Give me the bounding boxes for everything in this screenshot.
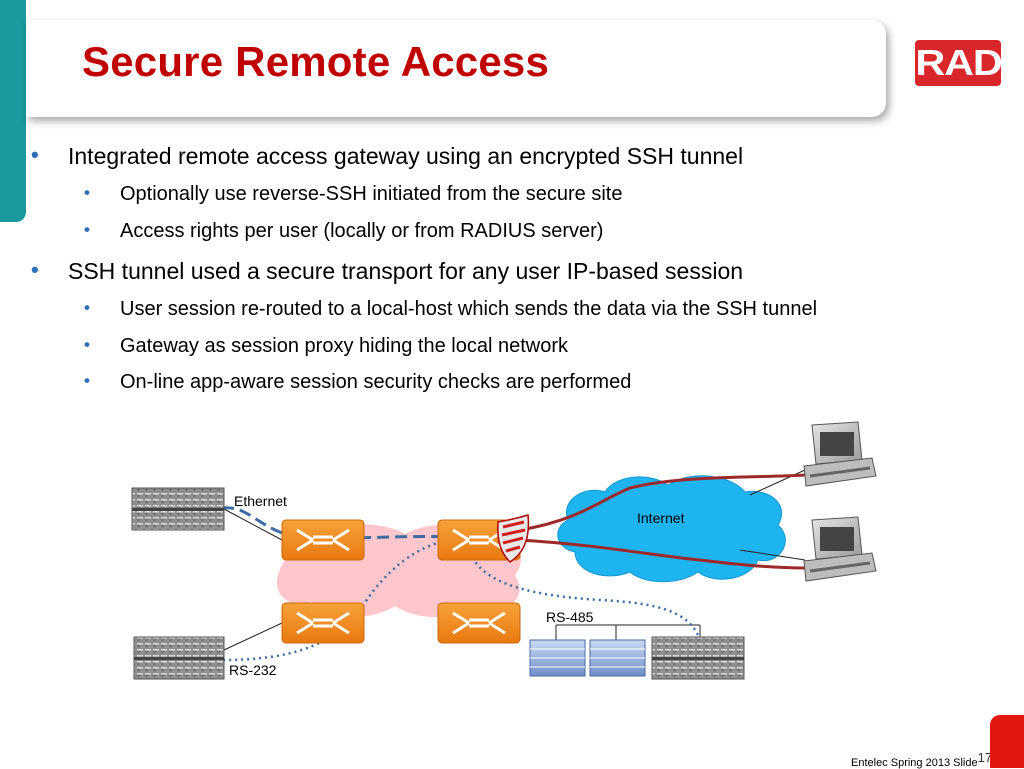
bullet-level2: Optionally use reverse-SSH initiated fro…	[120, 183, 623, 205]
desktop-computer-icon	[803, 516, 877, 582]
ssh-tunnel-lines	[519, 473, 806, 570]
teal-accent-tab	[0, 0, 26, 222]
slide-number: 17	[977, 750, 993, 765]
red-corner-tab	[990, 715, 1024, 768]
bullet-level2: On-line app-aware session security check…	[120, 371, 632, 393]
bullet-marker: •	[84, 371, 90, 390]
switch-icon	[281, 602, 365, 644]
rad-logo: RAD	[914, 40, 1002, 86]
bullet-marker: •	[31, 142, 39, 167]
bullet-level2: Gateway as session proxy hiding the loca…	[120, 335, 569, 357]
bullet-marker: •	[84, 220, 90, 239]
rad-logo-text: RAD	[914, 42, 1002, 83]
bullet-level1: SSH tunnel used a secure transport for a…	[68, 258, 744, 284]
cloud-icon	[557, 475, 786, 583]
ssh-session-path	[221, 506, 456, 540]
ethernet-label: Ethernet	[234, 493, 287, 509]
footer-event: Entelec Spring 2013	[851, 757, 951, 769]
bullet-marker: •	[84, 335, 90, 354]
bullet-level1: Integrated remote access gateway using a…	[68, 143, 744, 169]
bullet-level2: Access rights per user (locally or from …	[120, 220, 604, 242]
rs485-label: RS-485	[546, 609, 594, 625]
footer-slide-label: Slide	[953, 757, 978, 769]
firewall-icon	[497, 514, 530, 563]
database-server-icon	[529, 639, 586, 677]
switch-icon	[437, 602, 521, 644]
rs232-label: RS-232	[229, 662, 277, 678]
desktop-computer-icon	[803, 421, 877, 487]
rack-server-icon	[133, 636, 225, 680]
switch-icon	[281, 519, 365, 561]
bullet-marker: •	[31, 257, 39, 282]
bullet-level2: User session re-routed to a local-host w…	[120, 298, 818, 320]
internet-label: Internet	[637, 510, 685, 526]
slide-title: Secure Remote Access	[82, 38, 550, 85]
slide-footer: Entelec Spring 2013 Slide17	[851, 750, 992, 769]
bullet-marker: •	[84, 298, 90, 317]
bullet-marker: •	[84, 183, 90, 202]
rack-server-icon	[651, 636, 745, 680]
rack-server-icon	[131, 487, 225, 531]
title-panel	[26, 20, 886, 117]
database-server-icon	[589, 639, 646, 677]
